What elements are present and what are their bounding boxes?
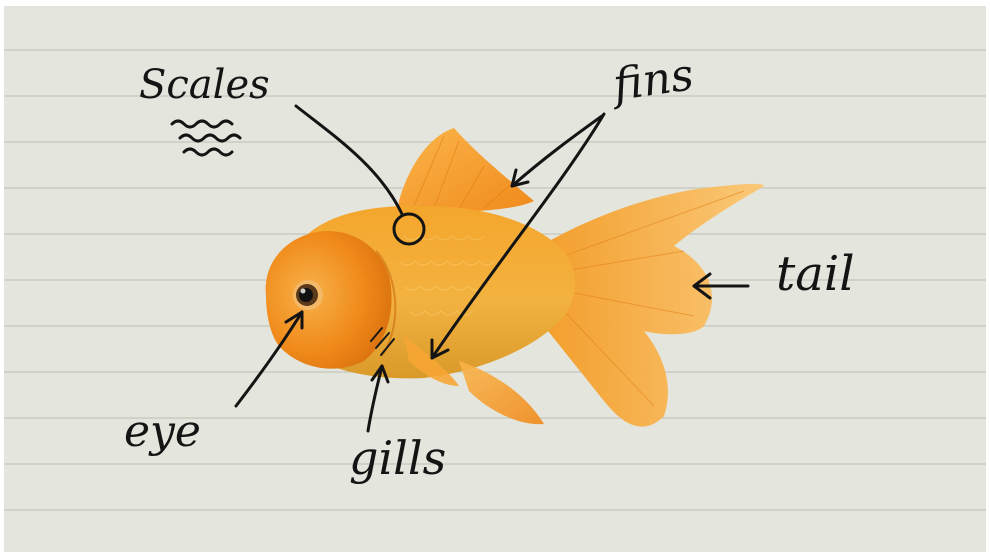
annotation-gills: gills bbox=[349, 366, 446, 485]
label-tail: tail bbox=[776, 246, 855, 302]
label-fins: fins bbox=[607, 49, 697, 111]
scales-symbol-icon bbox=[172, 121, 240, 155]
lined-notebook-paper: Scales fins tail bbox=[4, 6, 986, 552]
dorsal-fin bbox=[399, 128, 534, 212]
anal-fin bbox=[459, 361, 544, 424]
tail-fin bbox=[544, 184, 764, 427]
label-gills: gills bbox=[349, 431, 446, 485]
annotation-tail: tail bbox=[694, 246, 855, 302]
fish-head bbox=[266, 231, 392, 369]
scales-pointer-line bbox=[296, 106, 402, 214]
label-scales: Scales bbox=[139, 62, 270, 108]
fish-eye bbox=[293, 280, 323, 310]
label-eye: eye bbox=[124, 406, 201, 457]
fish-diagram: Scales fins tail bbox=[4, 6, 986, 552]
fins-arrow-dorsal bbox=[512, 116, 602, 186]
